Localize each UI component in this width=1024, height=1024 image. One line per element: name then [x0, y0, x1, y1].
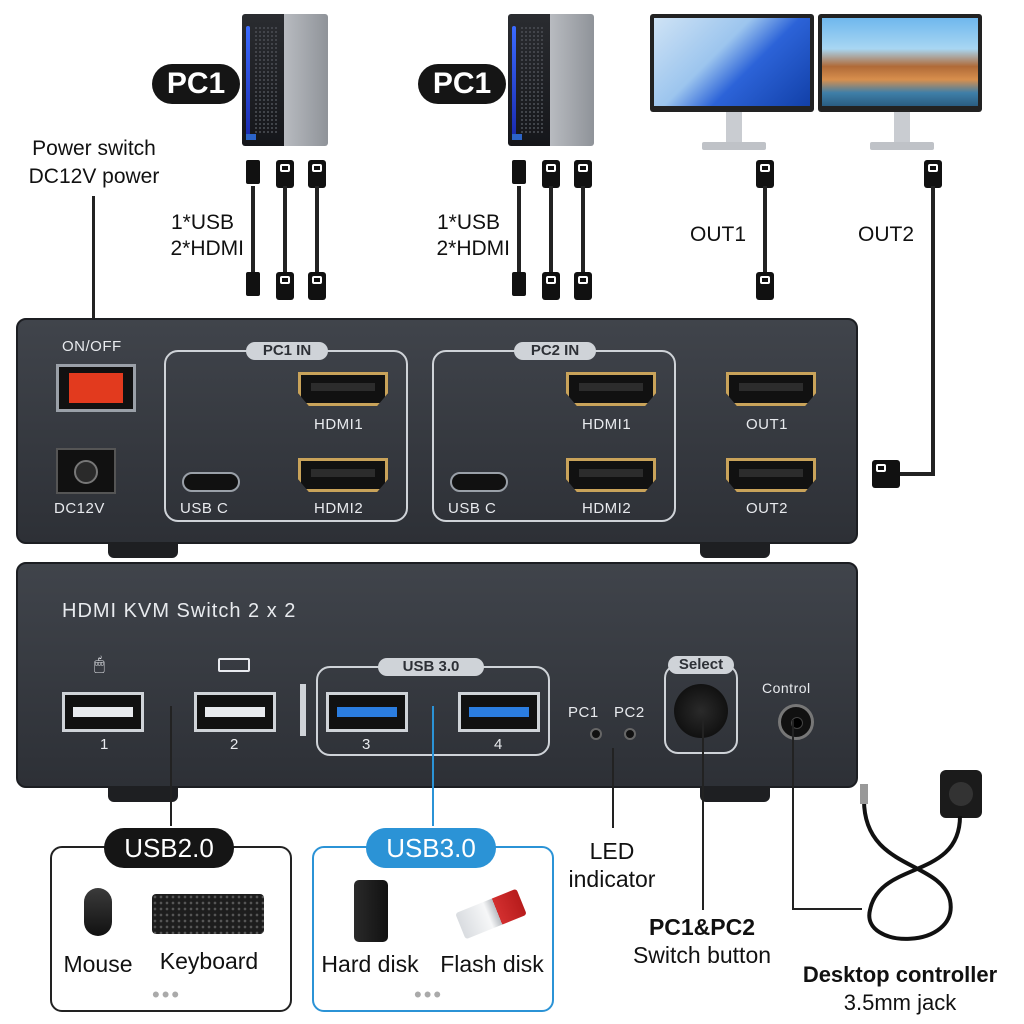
out2-port[interactable]: [726, 458, 816, 492]
pc2-hdmi2-label: HDMI2: [582, 500, 632, 517]
hard-disk-image: [354, 880, 388, 942]
desktop-controller-image: [940, 770, 982, 818]
flash-disk-label: Flash disk: [440, 951, 544, 977]
pc2-cables-1: 1*USB: [436, 211, 500, 234]
out1-port[interactable]: [726, 372, 816, 406]
pc1-cables-1: 1*USB: [170, 211, 234, 234]
mouse-icon: 🖱: [94, 654, 105, 674]
kvm-rear-panel: ON/OFF DC12V PC1 IN HDMI1 USB C HDMI2 PC…: [16, 318, 858, 544]
out1-label: OUT1: [690, 223, 747, 246]
select-tag: Select: [668, 656, 734, 674]
led-indicator-label-1: LED: [589, 838, 635, 864]
power-label-1: Power switch: [32, 137, 156, 160]
hdmi-plug-icon: [756, 272, 774, 300]
keyboard-image: [152, 894, 264, 934]
pc2-cables-2: 2*HDMI: [436, 237, 510, 260]
pc2-usbc-label: USB C: [448, 500, 497, 517]
dc-label: DC12V: [54, 500, 105, 517]
usb-plug-icon: [512, 272, 526, 296]
led-indicator-label-2: indicator: [568, 866, 656, 892]
pc2-hdmi1-port[interactable]: [566, 372, 656, 406]
more-devices-dots: •••: [152, 982, 182, 1007]
switch-button-label-1: PC1&PC2: [648, 914, 756, 940]
hdmi-plug-icon: [872, 460, 900, 488]
divider: [300, 684, 306, 736]
controller-cable: [860, 784, 962, 941]
pc1-hdmi2-label: HDMI2: [314, 500, 364, 517]
pc2-usbc-port[interactable]: [450, 472, 508, 492]
usb-plug-icon: [512, 160, 526, 184]
control-jack[interactable]: [778, 704, 814, 740]
more-devices-dots: •••: [414, 982, 444, 1007]
hdmi-plug-icon: [756, 160, 774, 188]
controller-label-1: Desktop controller: [802, 962, 998, 987]
pc1-hdmi2-port[interactable]: [298, 458, 388, 492]
pc2-hdmi1-label: HDMI1: [582, 416, 632, 433]
usb-plug-icon: [246, 160, 260, 184]
port3-label: 3: [362, 736, 371, 753]
out2-port-label: OUT2: [746, 500, 789, 517]
led-pc1-label: PC1: [568, 704, 599, 721]
hdmi-plug-icon: [276, 160, 294, 188]
hdmi-plug-icon: [574, 272, 592, 300]
pc1-cables-2: 2*HDMI: [170, 237, 244, 260]
pc2-hdmi2-port[interactable]: [566, 458, 656, 492]
port2-label: 2: [230, 736, 239, 753]
usb3-tag: USB 3.0: [378, 658, 484, 676]
pc1-hdmi1-label: HDMI1: [314, 416, 364, 433]
out1-port-label: OUT1: [746, 416, 789, 433]
monitor-1: [650, 14, 814, 112]
usb-port-4[interactable]: [458, 692, 540, 732]
hdmi-plug-icon: [276, 272, 294, 300]
usb-port-1[interactable]: [62, 692, 144, 732]
switch-label: ON/OFF: [62, 338, 122, 355]
led-pc2-label: PC2: [614, 704, 645, 721]
control-label: Control: [762, 680, 811, 696]
port4-label: 4: [494, 736, 503, 753]
hdmi-plug-icon: [308, 272, 326, 300]
hdmi-plug-icon: [924, 160, 942, 188]
monitor-2: [818, 14, 982, 112]
pc1-tower: [242, 14, 328, 146]
port1-label: 1: [100, 736, 109, 753]
usb3-tag-bottom: USB3.0: [366, 828, 496, 868]
switch-button-label-2: Switch button: [632, 942, 772, 968]
hdmi-plug-icon: [308, 160, 326, 188]
select-button[interactable]: [674, 684, 728, 738]
pc2-tower: [508, 14, 594, 146]
hdmi-plug-icon: [574, 160, 592, 188]
mouse-label: Mouse: [63, 951, 133, 977]
usb-plug-icon: [246, 272, 260, 296]
pc1-tag: PC1: [152, 64, 240, 104]
usb-port-2[interactable]: [194, 692, 276, 732]
power-label-2: DC12V power: [28, 165, 160, 188]
hdmi-plug-icon: [542, 160, 560, 188]
kvm-front-panel: HDMI KVM Switch 2 x 2 🖱 1 2 USB 3.0 3 4 …: [16, 562, 858, 788]
keyboard-icon: [218, 658, 250, 672]
controller-label-2: 3.5mm jack: [843, 990, 957, 1015]
keyboard-label: Keyboard: [159, 948, 259, 974]
out2-label: OUT2: [858, 223, 915, 246]
usb-port-3[interactable]: [326, 692, 408, 732]
usb2-tag: USB2.0: [104, 828, 234, 868]
pc2-tag: PC1: [418, 64, 506, 104]
power-switch[interactable]: [56, 364, 136, 412]
led-pc2: [624, 728, 636, 740]
led-pc1: [590, 728, 602, 740]
product-title: HDMI KVM Switch 2 x 2: [62, 600, 297, 622]
mouse-image: [84, 888, 112, 936]
hard-disk-label: Hard disk: [321, 951, 419, 977]
pc2-in-tag: PC2 IN: [514, 342, 596, 360]
pc1-hdmi1-port[interactable]: [298, 372, 388, 406]
dc-jack[interactable]: [56, 448, 116, 494]
hdmi-plug-icon: [542, 272, 560, 300]
pc1-usbc-label: USB C: [180, 500, 229, 517]
pc1-in-tag: PC1 IN: [246, 342, 328, 360]
pc1-usbc-port[interactable]: [182, 472, 240, 492]
